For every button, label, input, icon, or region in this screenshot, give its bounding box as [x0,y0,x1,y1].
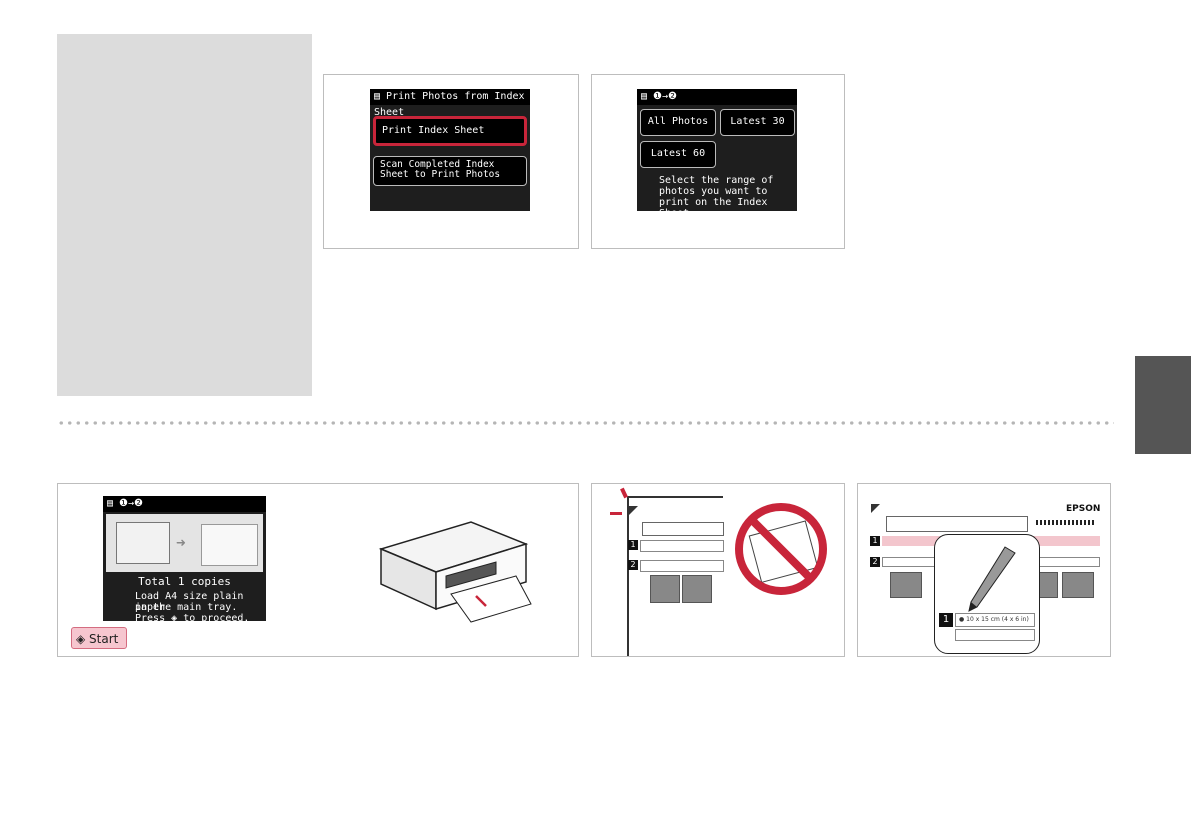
photo-thumbnail [682,575,712,603]
lcd-load-paper: ▤ ❶→❷ ➜ Total 1 copies Load A4 size plai… [103,496,266,621]
sheet-row-2 [640,560,724,572]
sheet-row-number: 2 [870,557,880,567]
index-icon: ▤ [107,498,119,509]
printer-illustration [376,514,536,629]
callout-row-number: 1 [939,613,953,627]
lcd-header: ▤ ❶→❷ [637,89,797,105]
total-copies-text: Total 1 copies [103,576,266,587]
lcd-header: ▤ Print Photos from Index Sheet [370,89,530,105]
zoom-callout: 1 ● 10 x 15 cm (4 x 6 in) [934,534,1040,654]
screen-frame-2: ▤ ❶→❷ All Photos Latest 30 Latest 60 Sel… [591,74,845,249]
sheet-row-number: 1 [870,536,880,546]
pen-icon [955,545,1025,615]
screen-frame-1: ▤ Print Photos from Index Sheet Print In… [323,74,579,249]
load-paper-line2: in the main tray. [135,602,237,613]
range-instruction-text: Select the range of photos you want to p… [659,175,789,211]
lcd-header: ▤ ❶→❷ [103,496,266,512]
photo-thumbnail [650,575,680,603]
dotted-divider [57,421,1114,425]
index-icon: ▤ [374,91,386,102]
sheet-row-1 [640,540,724,552]
latest-60-option[interactable]: Latest 60 [640,141,716,168]
index-icon: ▤ [641,91,653,102]
sheet-row-number: 1 [628,540,638,550]
sheet-row-number: 2 [628,560,638,570]
photo-thumbnail [890,572,922,598]
barcode-mark [1036,520,1094,525]
prohibited-icon [732,500,830,598]
step-frame-load-paper: ▤ ❶→❷ ➜ Total 1 copies Load A4 size plai… [57,483,579,657]
epson-brand-text: EPSON [1066,504,1100,514]
arrow-right-icon: ➜ [176,536,186,550]
start-symbol-icon: ◈ [171,613,177,621]
load-paper-line3: Press ◈ to proceed. [135,613,249,621]
lcd-print-photos-from-index-sheet: ▤ Print Photos from Index Sheet Print In… [370,89,530,211]
sheet-header-box [886,516,1028,532]
print-index-sheet-option[interactable]: Print Index Sheet [373,116,527,146]
start-button[interactable]: ◈ Start [71,627,127,649]
all-photos-option[interactable]: All Photos [640,109,716,136]
sheet-top-edge [627,496,723,498]
corner-mark-icon [871,504,880,513]
start-diamond-icon: ◈ [76,632,89,646]
lcd-select-range: ▤ ❶→❷ All Photos Latest 30 Latest 60 Sel… [637,89,797,211]
sidebar-panel [57,34,312,396]
scan-completed-index-sheet-option[interactable]: Scan Completed Index Sheet to Print Phot… [373,156,527,186]
paper-size-label: ● 10 x 15 cm (4 x 6 in) [955,613,1035,627]
paper-tray-illustration: ➜ [106,514,263,572]
section-tab [1135,356,1191,454]
printer-tray-icon [201,524,258,566]
tray-icon [116,522,170,564]
step-frame-fill-sheet: EPSON 1 2 1 ● 10 x 15 cm (4 x 6 in) [857,483,1111,657]
alignment-mark [620,488,628,499]
step-frame-align-sheet: 1 2 [591,483,845,657]
corner-mark-icon [629,506,638,515]
sheet-left-edge [627,496,629,656]
photo-thumbnail [1062,572,1094,598]
sheet-header-box [642,522,724,536]
callout-option-row [955,629,1035,641]
alignment-mark [610,512,622,515]
latest-30-option[interactable]: Latest 30 [720,109,795,136]
